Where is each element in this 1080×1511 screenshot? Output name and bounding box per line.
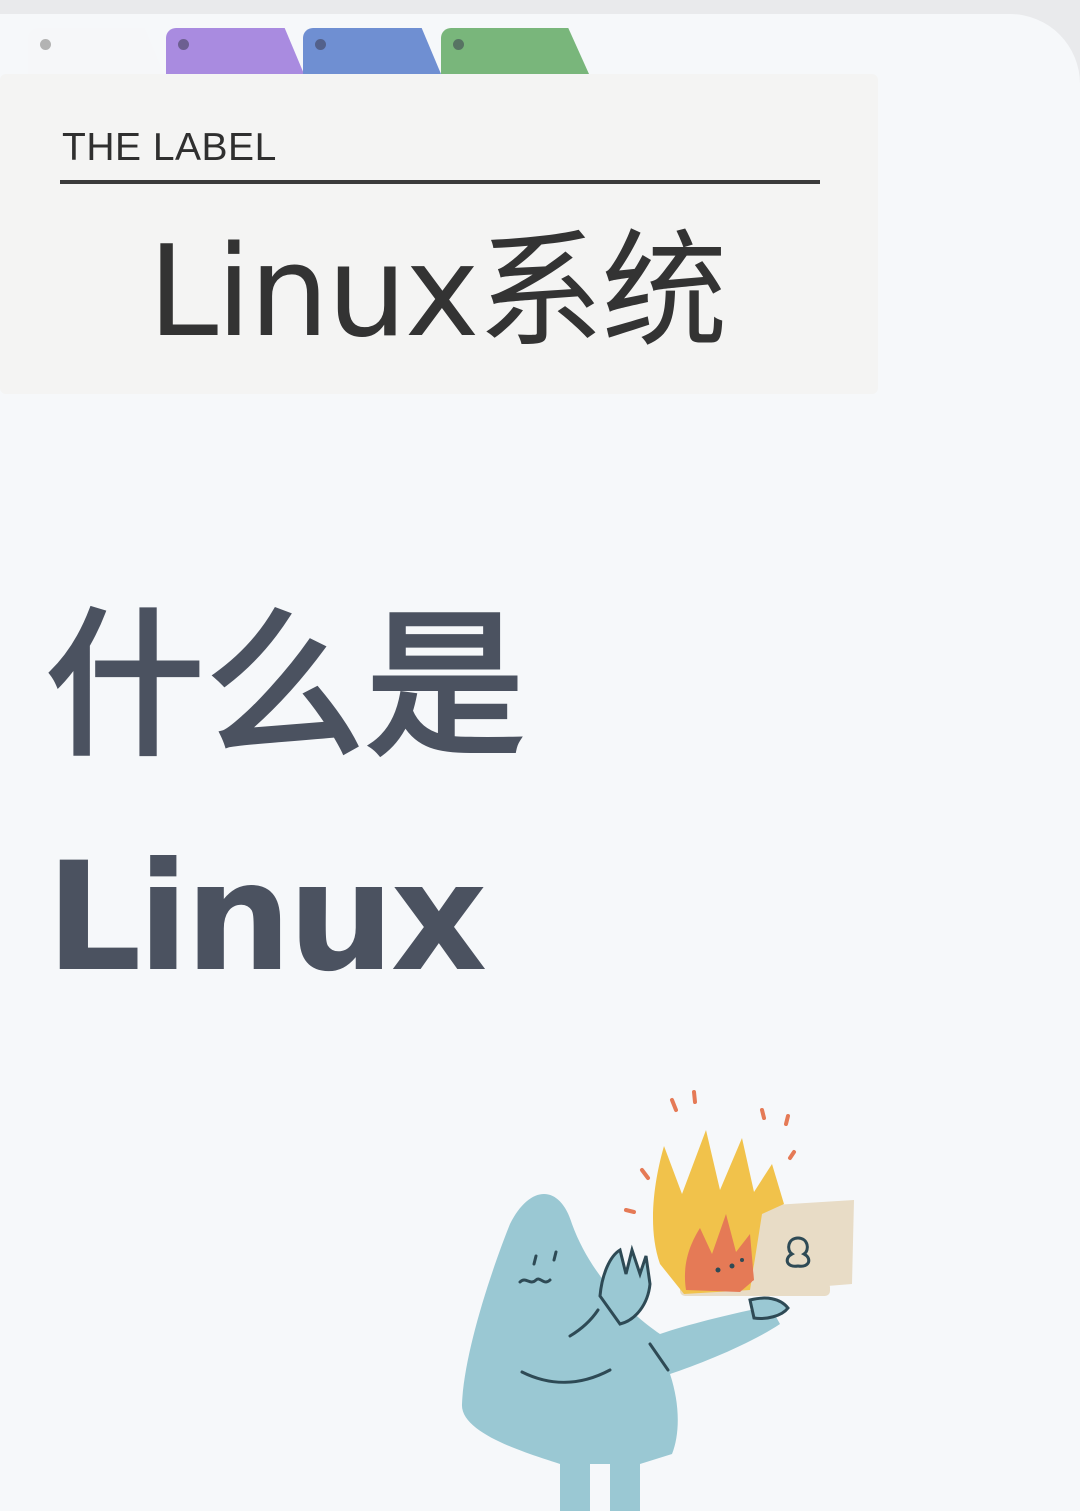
headline-line-1: 什么是 xyxy=(46,595,526,779)
flame-inner xyxy=(684,1214,754,1292)
headline-line-2: Linux xyxy=(46,831,487,1005)
label-small-text: THE LABEL xyxy=(62,126,277,169)
label-card: THE LABEL Linux系统 xyxy=(0,74,878,394)
laptop-screen xyxy=(752,1200,854,1292)
label-divider xyxy=(60,180,820,184)
character-hand xyxy=(598,1244,652,1326)
page-canvas: THE LABEL Linux系统 什么是 Linux xyxy=(0,14,1080,1511)
character-holding-hand xyxy=(748,1296,790,1320)
tab-blue[interactable] xyxy=(303,28,441,74)
tab-blank[interactable] xyxy=(28,28,164,74)
tab-purple[interactable] xyxy=(166,28,304,74)
tab-dot-icon xyxy=(315,39,326,50)
character-body xyxy=(461,1194,780,1511)
tab-dot-icon xyxy=(178,39,189,50)
spark-marks xyxy=(624,1090,796,1214)
tab-green[interactable] xyxy=(441,28,589,74)
linux-penguin-icon xyxy=(785,1236,811,1268)
character-holding-burning-laptop-icon xyxy=(461,1090,854,1511)
label-title: Linux系统 xyxy=(148,218,727,365)
flame-face xyxy=(715,1258,744,1273)
tab-dot-icon xyxy=(40,39,51,50)
tab-dot-icon xyxy=(453,39,464,50)
character-face xyxy=(518,1250,670,1384)
